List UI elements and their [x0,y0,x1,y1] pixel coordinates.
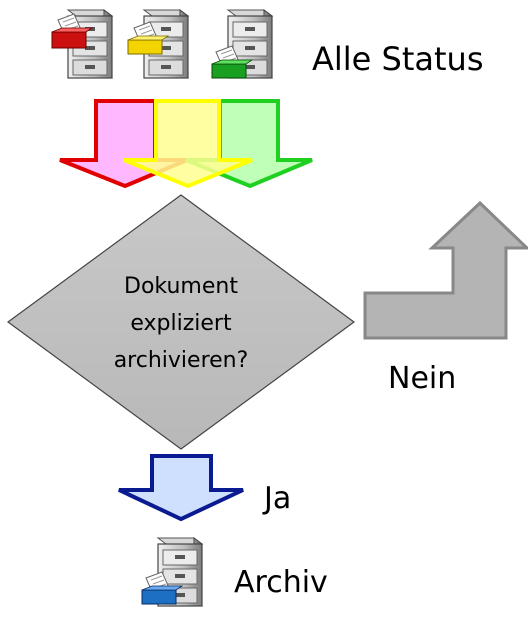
decision-line-2: expliziert [130,311,232,336]
yellow-arrow [123,99,253,189]
decision-line-1: Dokument [124,274,238,299]
yes-label: Ja [262,481,291,516]
status-arrows [59,99,313,189]
red-drawer-cabinet-icon [51,9,113,79]
no-label: Nein [388,361,456,396]
green-drawer-cabinet-icon [211,9,273,79]
decision-text: Dokument expliziert archivieren? [114,274,249,373]
archive-label: Archiv [234,565,328,600]
decision-diamond [6,194,356,450]
yellow-drawer-cabinet-icon [127,9,189,79]
top-label: Alle Status [312,40,484,78]
blue-drawer-cabinet-icon [141,537,203,607]
yes-arrow [118,454,244,522]
decision-line-3: archivieren? [114,348,249,373]
no-arrow [363,200,528,340]
